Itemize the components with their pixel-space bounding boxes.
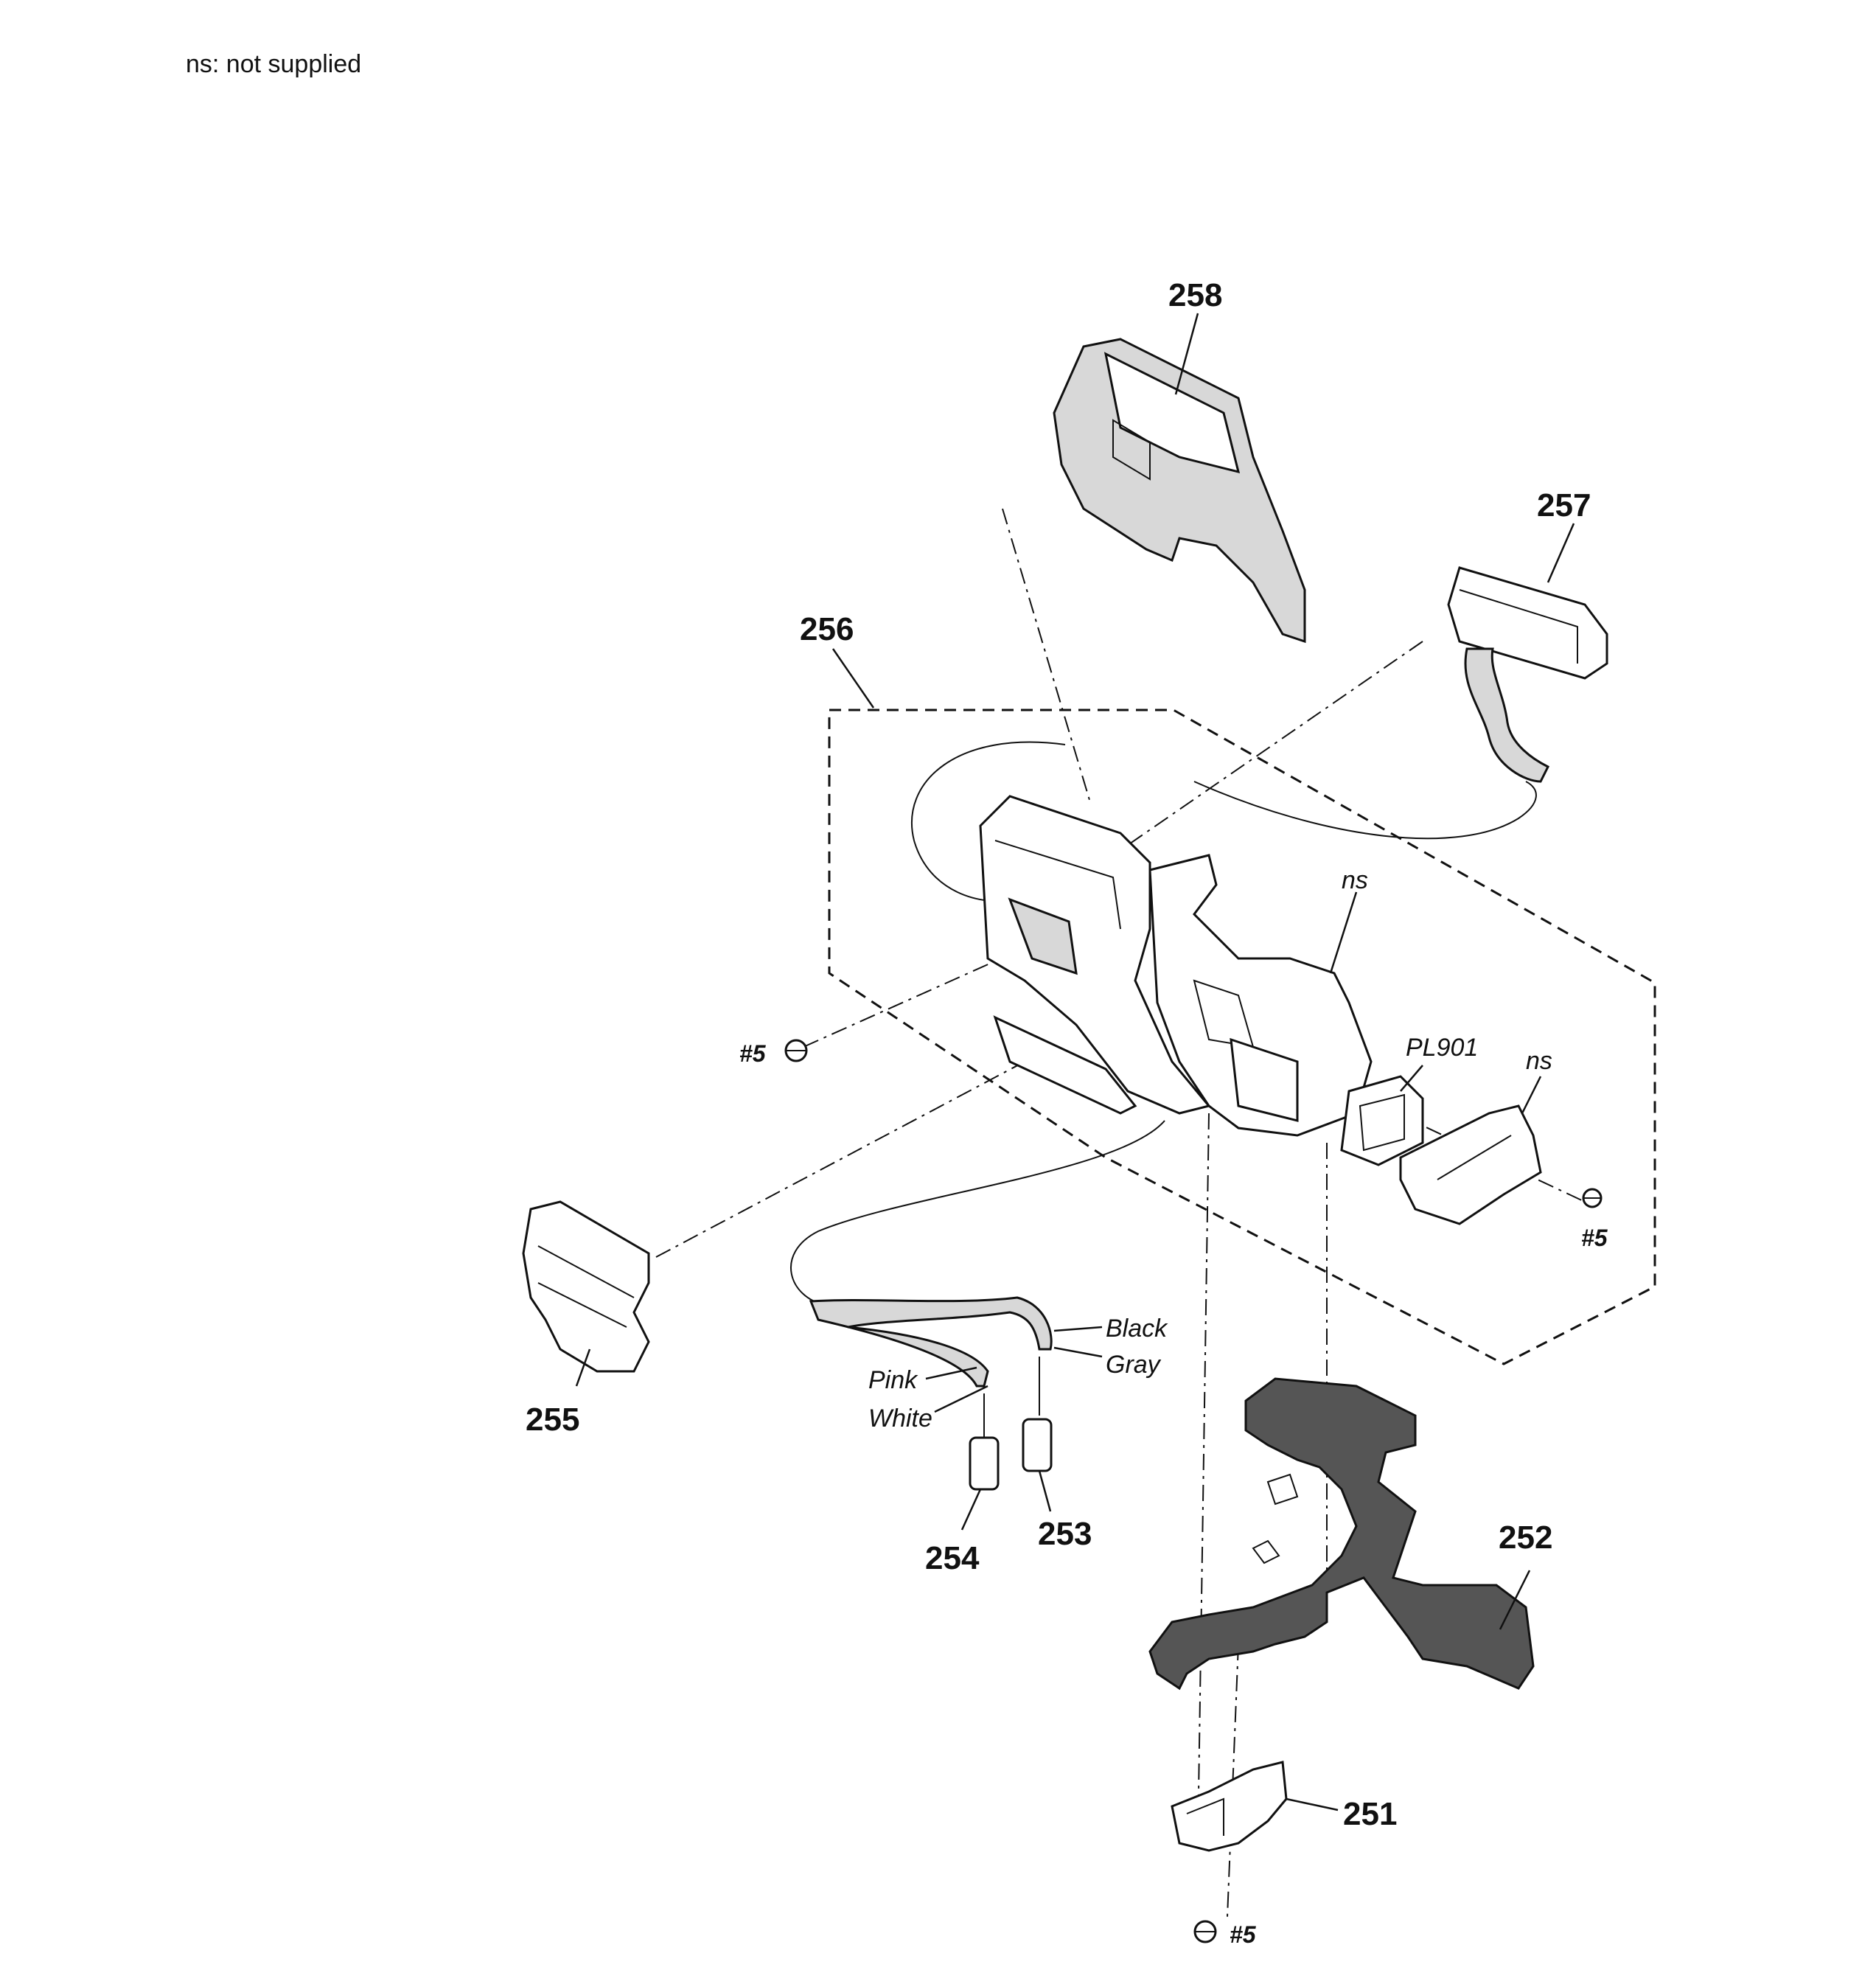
label-wire-pink: Pink xyxy=(868,1366,918,1394)
part-number-252: 252 xyxy=(1499,1520,1552,1556)
leader-256 xyxy=(831,648,875,709)
flex-cable-loop xyxy=(910,741,1066,902)
alignment-line xyxy=(1197,1113,1210,1844)
alignment-line xyxy=(1112,641,1423,856)
part-255-cover xyxy=(522,1200,650,1373)
flex-cable-loop xyxy=(790,1120,1165,1306)
leader-258 xyxy=(1174,313,1199,395)
part-number-256: 256 xyxy=(800,611,854,647)
part-254-ferrite xyxy=(969,1436,1000,1491)
label-screw-left: #5 xyxy=(739,1040,767,1067)
part-number-255: 255 xyxy=(526,1402,579,1438)
assembly-256-boundary xyxy=(828,709,1656,1365)
leader-black xyxy=(1053,1326,1103,1332)
leader-ns-top xyxy=(1329,891,1358,974)
pl901-connector xyxy=(1340,1075,1424,1166)
leader-pink xyxy=(925,1366,977,1380)
part-number-251: 251 xyxy=(1343,1796,1397,1832)
label-screw-bottom: #5 xyxy=(1230,1921,1257,1948)
bracket-not-supplied xyxy=(1399,1104,1542,1225)
leader-255 xyxy=(575,1348,591,1387)
label-wire-white: White xyxy=(868,1405,932,1433)
flex-cable-loop xyxy=(1193,781,1537,840)
part-251-bracket xyxy=(1171,1761,1288,1852)
leader-gray xyxy=(1053,1346,1103,1358)
part-252-flex-board xyxy=(1148,1377,1535,1691)
label-ns-top: ns xyxy=(1342,866,1368,894)
part-253-ferrite xyxy=(1022,1418,1053,1472)
part-number-253: 253 xyxy=(1038,1516,1092,1552)
label-ns-right: ns xyxy=(1526,1047,1552,1075)
part-256-frame xyxy=(979,795,1373,1137)
part-number-257: 257 xyxy=(1537,487,1591,523)
leader-253 xyxy=(1038,1470,1052,1512)
leader-pl901 xyxy=(1400,1065,1423,1092)
part-258-cover xyxy=(1053,338,1306,644)
part-number-258: 258 xyxy=(1168,277,1222,313)
leader-257 xyxy=(1547,523,1575,583)
leader-ns-right xyxy=(1521,1076,1542,1114)
label-wire-black: Black xyxy=(1106,1315,1168,1343)
leader-251 xyxy=(1286,1797,1339,1811)
leader-252 xyxy=(1499,1570,1531,1630)
wire-harness xyxy=(809,1296,1053,1438)
note-not-supplied: ns: not supplied xyxy=(186,50,361,78)
label-screw-right: #5 xyxy=(1581,1225,1608,1251)
screw-left xyxy=(784,1039,808,1062)
label-wire-gray: Gray xyxy=(1106,1351,1162,1379)
alignment-line xyxy=(1002,508,1090,801)
alignment-line xyxy=(655,1061,1025,1258)
part-257-module xyxy=(1447,566,1608,783)
part-number-254: 254 xyxy=(925,1540,980,1576)
label-pl901: PL901 xyxy=(1406,1034,1478,1062)
screw-right xyxy=(1582,1188,1603,1208)
leader-white xyxy=(934,1385,988,1413)
leader-254 xyxy=(960,1489,982,1531)
screw-bottom xyxy=(1193,1920,1217,1943)
